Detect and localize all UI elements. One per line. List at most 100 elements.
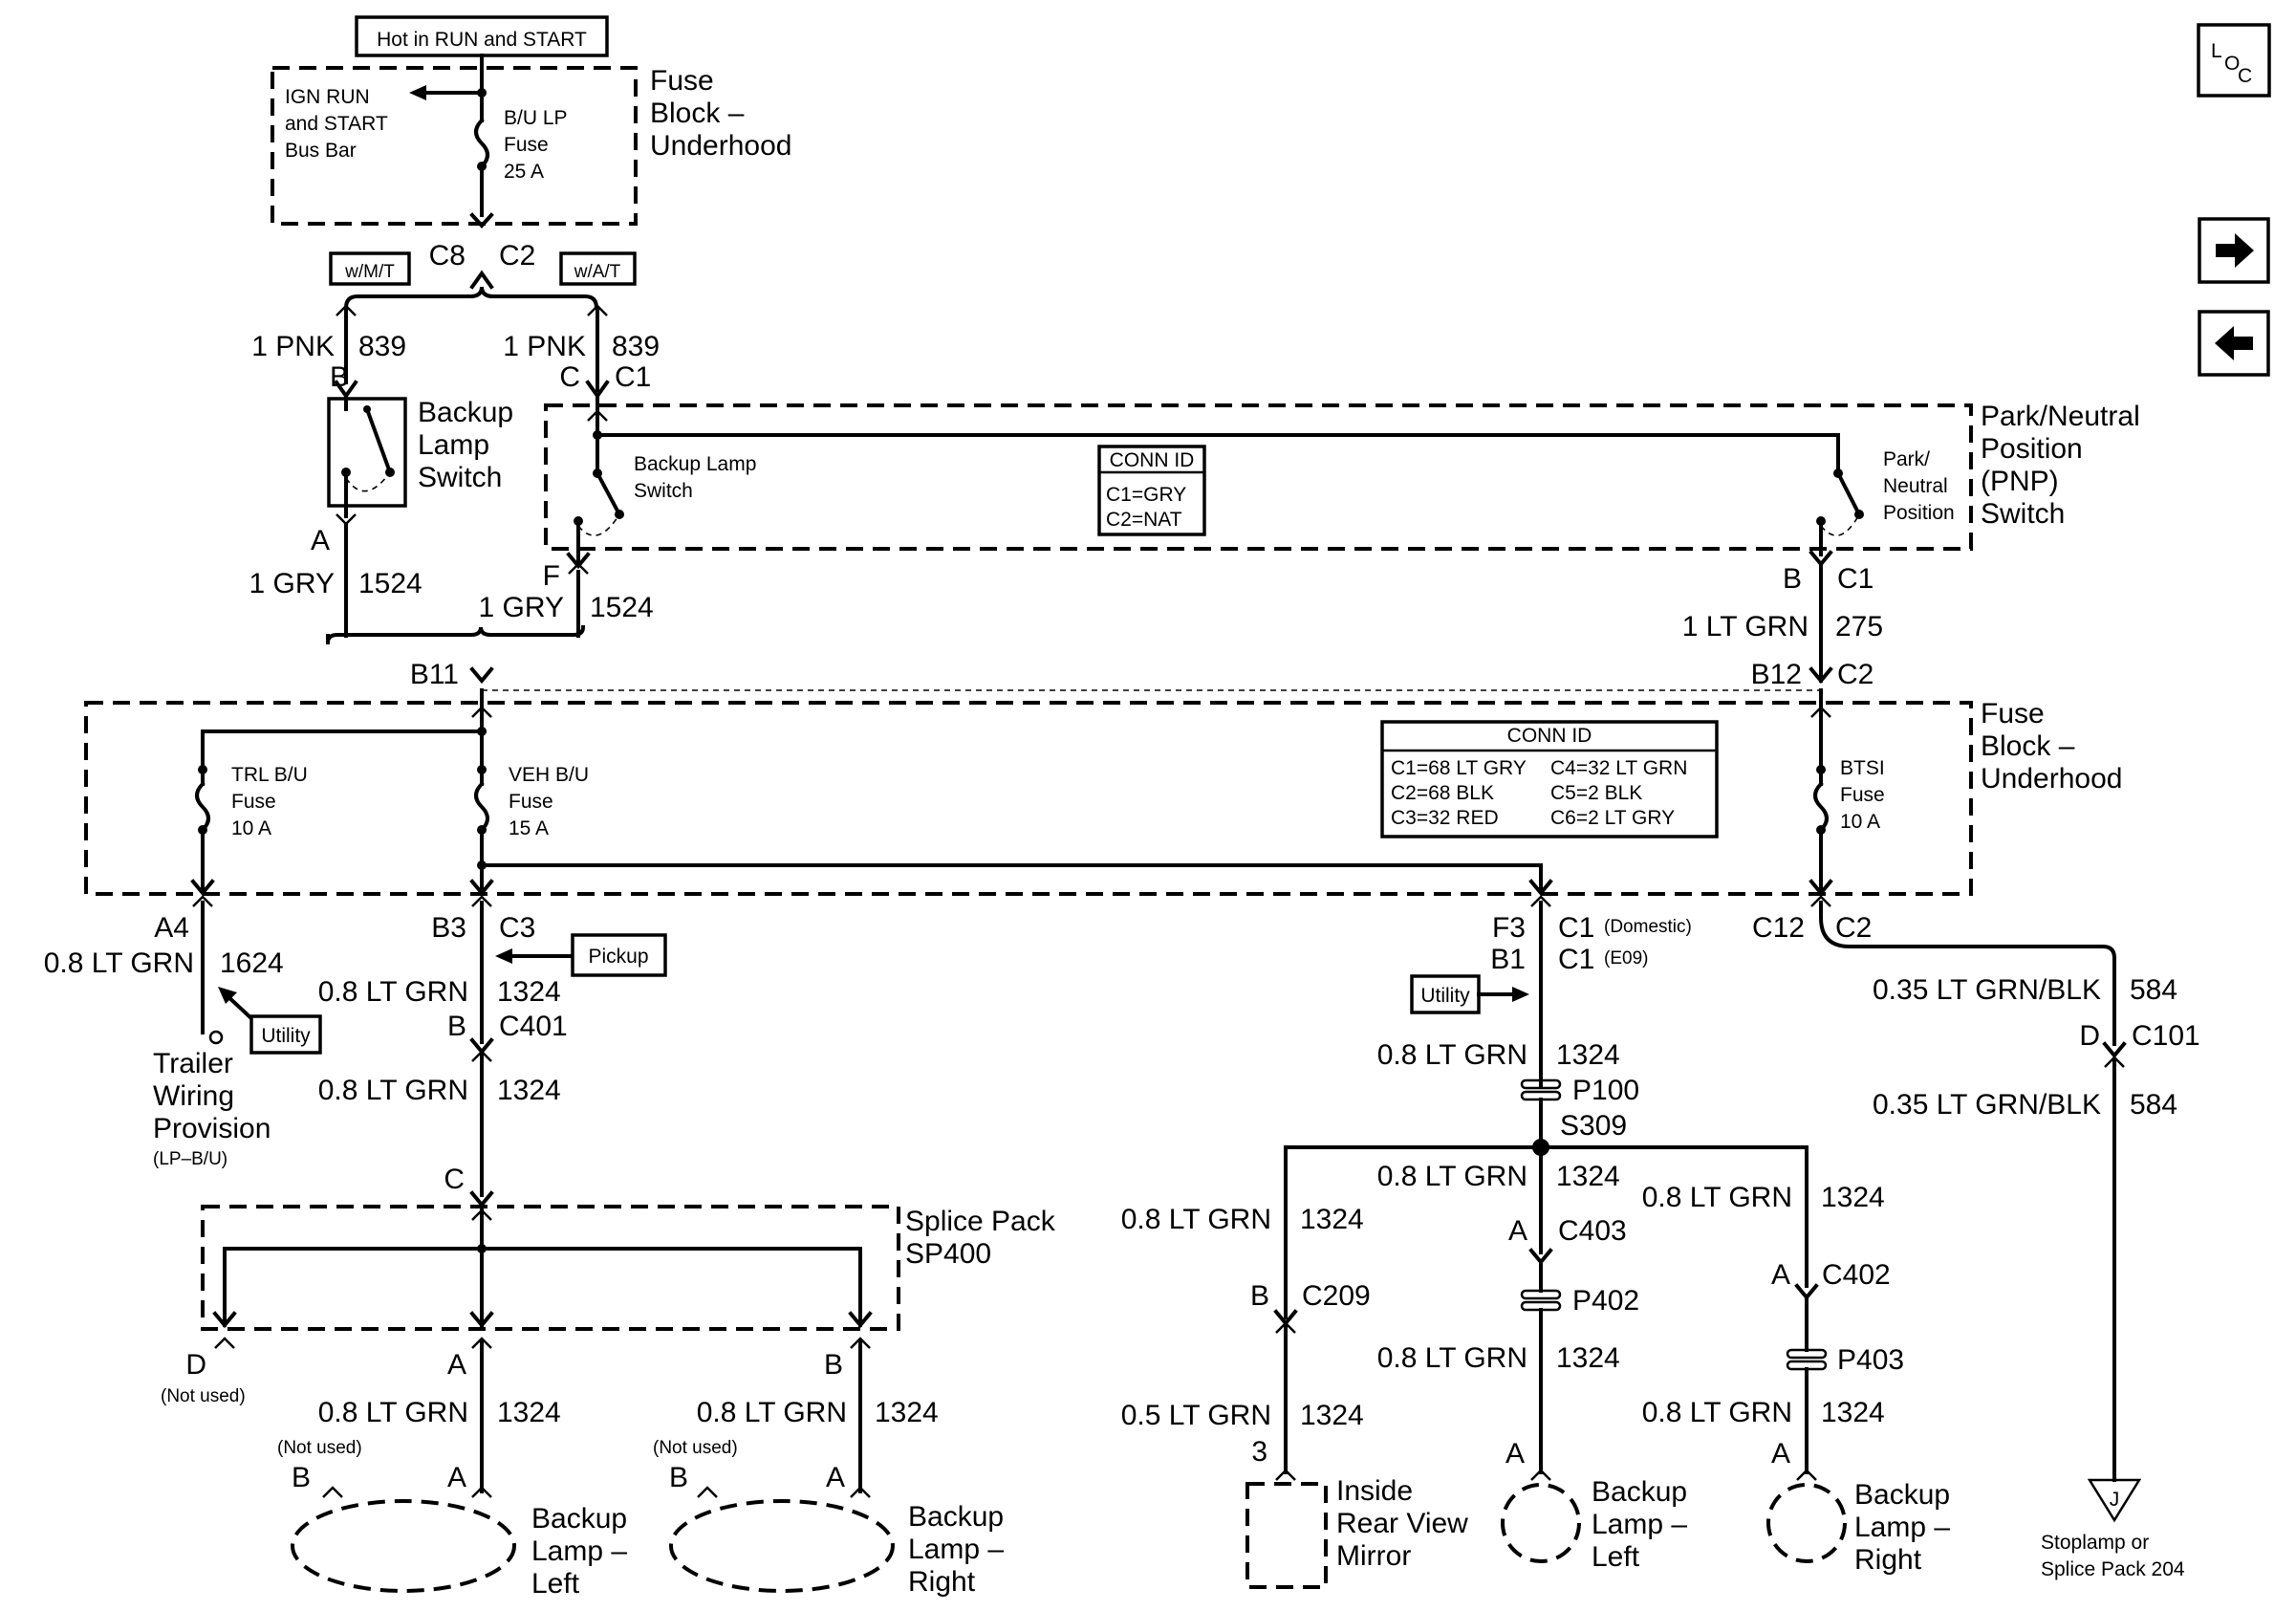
veh-fuse-label-3: 15 A [509, 817, 549, 839]
e09-label: (E09) [1604, 948, 1648, 969]
btsi-fuse-icon [1813, 781, 1829, 833]
utility-wire1-color: 0.8 LT GRN [1377, 1039, 1527, 1071]
utility-label-trailer: Utility [261, 1025, 311, 1047]
fuse-conn-id-c2: C2=68 BLK [1391, 782, 1494, 804]
pin-a4: A4 [154, 912, 189, 944]
prev-page-button[interactable] [2198, 310, 2270, 377]
util-lamp-right-wire2-circuit: 1324 [1821, 1397, 1885, 1428]
util-lamp-right-wire1-circuit: 1324 [1821, 1182, 1885, 1213]
util-lamp-left-wire1-circuit: 1324 [1556, 1161, 1620, 1192]
p100-plug-icon [1520, 1078, 1562, 1090]
pnp-conn-id-c2: C2=NAT [1106, 509, 1182, 531]
util-lamp-right-wire2-color: 0.8 LT GRN [1642, 1397, 1792, 1428]
top-connector-arrow-icon [469, 212, 494, 229]
util-lamp-right-name-1: Backup [1854, 1479, 1950, 1511]
util-lamp-left-conn: C403 [1558, 1215, 1627, 1247]
pin-f: F [543, 560, 560, 592]
mirror-conn-c209: C209 [1302, 1280, 1371, 1312]
mirror-pin-b: B [1250, 1280, 1269, 1312]
util-lamp-left-pin-a: A [1508, 1215, 1527, 1247]
busbar-label-2: and START [285, 113, 388, 135]
pickup-label: Pickup [588, 946, 648, 968]
btsi-fuse-label-3: 10 A [1840, 811, 1880, 833]
splice-pack-name-2: SP400 [905, 1238, 991, 1270]
trailer-wire-circuit: 1624 [220, 947, 284, 979]
hot-in-run-start-label: Hot in RUN and START [377, 29, 587, 51]
fuse-conn-id-c4: C4=32 LT GRN [1550, 757, 1687, 779]
wire-839-left-color: 1 PNK [251, 331, 335, 362]
pickup-lamp-right-name-3: Right [908, 1566, 976, 1598]
pickup-lamp-left-wire-color: 0.8 LT GRN [318, 1397, 468, 1428]
util-lamp-left-wire1-color: 0.8 LT GRN [1377, 1161, 1527, 1192]
s309-label: S309 [1560, 1110, 1627, 1142]
util-lamp-left-name-1: Backup [1592, 1476, 1687, 1508]
pin-b-pnp-output: B [1783, 563, 1802, 595]
next-page-button[interactable] [2198, 217, 2270, 284]
top-fuse-block-name-3: Underhood [650, 130, 791, 162]
domestic-label: (Domestic) [1604, 917, 1692, 937]
conn-c401: C401 [499, 1011, 568, 1042]
mirror-wire2-color: 0.5 LT GRN [1121, 1400, 1271, 1431]
offpage-reference-icon [2087, 1478, 2142, 1523]
loc-letter-o: O [2224, 53, 2240, 75]
pnp-conn-id-c1: C1=GRY [1106, 484, 1186, 506]
wire-1524-right-color: 1 GRY [479, 592, 565, 623]
conn-c1-pnp: C1 [615, 361, 651, 393]
pin-b1: B1 [1490, 944, 1526, 975]
utility-arrow-icon [218, 987, 237, 1004]
fuse-conn-id-c3: C3=32 RED [1391, 807, 1499, 829]
fuse-conn-id-title: CONN ID [1507, 725, 1592, 747]
conn-c1-domestic: C1 [1558, 912, 1594, 944]
loc-letter-l: L [2211, 40, 2222, 62]
util-lamp-left-wire2-circuit: 1324 [1556, 1342, 1620, 1374]
wire-1524-right-circuit: 1524 [590, 592, 654, 623]
btsi-wire1-circuit: 584 [2130, 974, 2177, 1006]
util-lamp-right-name-2: Lamp – [1854, 1512, 1950, 1543]
btsi-wire [1819, 901, 2116, 1046]
fuse-conn-id-c6: C6=2 LT GRY [1550, 807, 1675, 829]
pnp-name-4: Switch [1981, 498, 2065, 530]
p100-label: P100 [1572, 1075, 1639, 1106]
wire-275-color: 1 LT GRN [1682, 611, 1809, 642]
b11-brace [325, 624, 586, 645]
pickup-lamp-right-wire-circuit: 1324 [875, 1397, 939, 1428]
pickup-wire1-circuit: 1324 [497, 976, 561, 1008]
util-lamp-left-name-3: Left [1592, 1541, 1640, 1573]
trl-fuse-icon [195, 781, 210, 833]
loc-button[interactable]: L O C [2197, 23, 2271, 98]
conn-c2-fuse: C2 [1837, 659, 1874, 690]
conn-c2-btsi: C2 [1835, 912, 1872, 944]
util-lamp-right-pin-a: A [1771, 1259, 1790, 1291]
pnp-switch: 1 PNK 839 C C1 Backup Lamp Switch CONN I… [479, 304, 2140, 683]
utility-main-arrow-icon [1512, 987, 1529, 1002]
conn-c1-pnp-output: C1 [1837, 563, 1874, 595]
pickup-wire1-color: 0.8 LT GRN [318, 976, 468, 1008]
utility-circuit: F3 C1 (Domestic) B1 C1 (E09) Utility 0.8… [1121, 895, 1950, 1589]
util-backup-lamp-left [1501, 1483, 1581, 1563]
pin-c-sp400: C [444, 1164, 465, 1195]
p403-plug-icon [1786, 1348, 1828, 1360]
right-arrow-icon [2216, 233, 2254, 268]
pnp-inner-switch-2: Switch [634, 480, 693, 502]
btsi-dest-2: Splice Pack 204 [2041, 1558, 2185, 1580]
fuse-conn-id-c5: C5=2 BLK [1550, 782, 1642, 804]
pnp-name-1: Park/Neutral [1981, 401, 2140, 432]
connector-c2-top: C2 [499, 240, 535, 272]
p403-label: P403 [1837, 1344, 1904, 1376]
btsi-conn-c101: C101 [2132, 1020, 2200, 1052]
pnp-inner-label-3: Position [1883, 502, 1955, 524]
lower-fuse-block-name-3: Underhood [1981, 763, 2122, 795]
trailer-circuit: A4 0.8 LT GRN 1624 Utility Trailer Wirin… [44, 895, 322, 1169]
btsi-pin-d: D [2079, 1020, 2100, 1052]
loc-letter-c: C [2238, 65, 2252, 87]
top-fuse-block-name-2: Block – [650, 98, 745, 129]
pin-b11: B11 [410, 659, 459, 690]
mt-option-box [329, 251, 411, 286]
pin-f3: F3 [1492, 912, 1526, 944]
trailer-name-2: Wiring [153, 1080, 234, 1112]
util-lamp-left-wire2-color: 0.8 LT GRN [1377, 1342, 1527, 1374]
btsi-wire2-circuit: 584 [2130, 1089, 2177, 1121]
btsi-fuse-label-2: Fuse [1840, 784, 1885, 806]
trailer-name-1: Trailer [153, 1048, 233, 1079]
top-fuse-block: Hot in RUN and START IGN RUN and START B… [271, 15, 791, 311]
